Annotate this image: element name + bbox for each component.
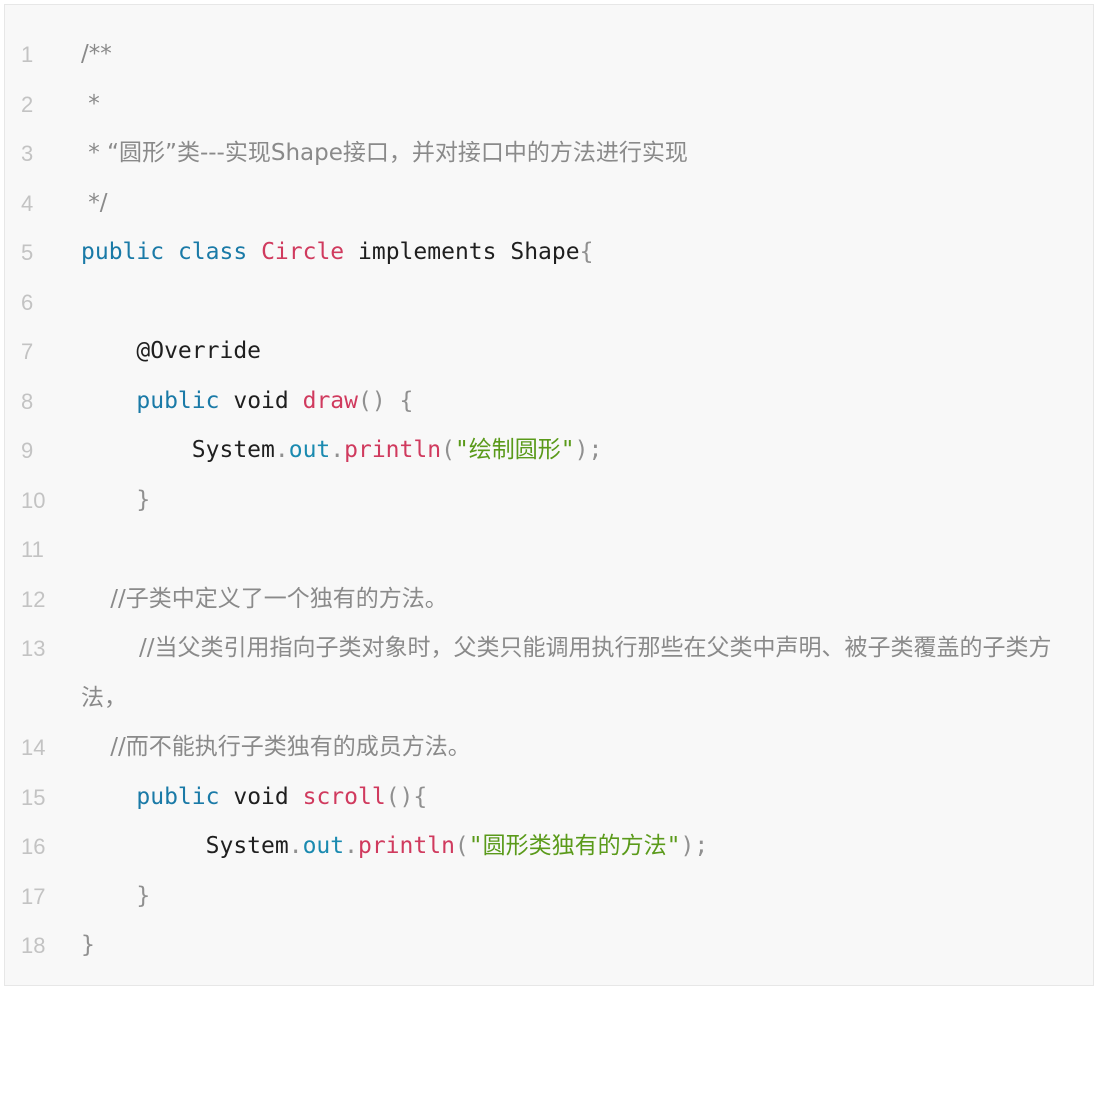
code-line: 3 * “圆形”类---实现Shape接口，并对接口中的方法进行实现: [5, 129, 1093, 179]
line-number: 11: [21, 537, 44, 562]
out-token: out: [288, 437, 331, 463]
annotation-token: @Override: [81, 338, 262, 364]
code-line: 18 }: [5, 921, 1093, 971]
line-number: 4: [21, 190, 34, 216]
line-number: 14: [21, 735, 46, 760]
out-token: out: [302, 833, 345, 859]
code-text: //子类中定义了一个独有的方法。: [81, 575, 1079, 625]
code-text: public void draw() {: [81, 377, 1079, 427]
paren-token: (: [441, 437, 455, 463]
type-token: Shape: [510, 239, 580, 265]
keyword-token: public: [136, 783, 220, 810]
code-line: 7 @Override: [5, 327, 1093, 377]
dot-token: .: [288, 833, 303, 859]
keyword-token: public: [81, 239, 165, 265]
code-line: 12 //子类中定义了一个独有的方法。: [5, 575, 1093, 625]
code-text: System.out.println("绘制圆形");: [81, 426, 1079, 476]
line-number: 17: [21, 883, 46, 909]
code-line: 11: [5, 525, 1093, 575]
code-line: 8 public void draw() {: [5, 377, 1093, 427]
code-line: 1 /**: [5, 30, 1093, 80]
line-number: 12: [21, 586, 46, 612]
line-number: 13: [21, 636, 46, 661]
class-name-token: Circle: [261, 239, 345, 265]
keyword-token: void: [233, 783, 289, 810]
code-text: * “圆形”类---实现Shape接口，并对接口中的方法进行实现: [81, 140, 688, 166]
line-number: 5: [21, 240, 34, 265]
code-text: //当父类引用指向子类对象时，父类只能调用执行那些在父类中声明、被子类覆盖的子类…: [81, 624, 1079, 723]
code-text: public class Circle implements Shape{: [81, 228, 1079, 278]
line-number: 10: [21, 487, 46, 513]
code-line: 13 //当父类引用指向子类对象时，父类只能调用执行那些在父类中声明、被子类覆盖…: [5, 624, 1093, 723]
brace-token: }: [136, 486, 151, 513]
code-line: 5 public class Circle implements Shape{: [5, 228, 1093, 278]
string-token: "绘制圆形": [454, 437, 575, 463]
code-line: 9 System.out.println("绘制圆形");: [5, 426, 1093, 476]
code-text: }: [81, 872, 1079, 922]
code-text: System.out.println("圆形类独有的方法");: [81, 822, 1079, 872]
line-number: 3: [21, 141, 34, 166]
line-number: 15: [21, 784, 46, 810]
line-number: 18: [21, 933, 46, 958]
code-text: public void scroll(){: [81, 773, 1079, 823]
paren-token: (: [454, 833, 469, 859]
code-block: 1 /** 2 * 3 * “圆形”类---实现Shape接口，并对接口中的方法…: [4, 4, 1094, 986]
code-text: //而不能执行子类独有的成员方法。: [81, 723, 1079, 773]
println-token: println: [357, 833, 455, 859]
code-line: 4 */: [5, 179, 1093, 229]
keyword-token: void: [233, 387, 289, 414]
method-name-token: draw: [302, 387, 358, 414]
paren-token: );: [680, 833, 709, 859]
line-number: 9: [21, 438, 34, 463]
keyword-token: implements: [358, 239, 497, 265]
code-line: 6: [5, 278, 1093, 328]
comment-token: //子类中定义了一个独有的方法。: [110, 585, 448, 612]
dot-token: .: [330, 437, 345, 463]
brace-token: {: [579, 239, 594, 265]
brace-token: {: [399, 387, 414, 414]
code-line: 2 *: [5, 80, 1093, 130]
string-token: "圆形类独有的方法": [468, 833, 681, 859]
keyword-token: class: [177, 239, 248, 265]
code-line: 17 }: [5, 872, 1093, 922]
dot-token: .: [274, 437, 289, 463]
line-number: 1: [21, 42, 34, 67]
line-number: 16: [21, 834, 46, 859]
paren-token: );: [574, 437, 603, 463]
parens-token: (): [357, 387, 386, 414]
code-line: 15 public void scroll(){: [5, 773, 1093, 823]
line-number: 6: [21, 289, 34, 315]
system-token: System: [191, 437, 275, 463]
code-line: 14 //而不能执行子类独有的成员方法。: [5, 723, 1093, 773]
dot-token: .: [344, 833, 358, 859]
system-token: System: [205, 833, 289, 859]
brace-token: {: [413, 783, 428, 810]
comment-token: //当父类引用指向子类对象时，父类只能调用执行那些在父类中声明、被子类覆盖的子类…: [81, 635, 1052, 711]
line-number: 2: [21, 91, 34, 117]
brace-token: }: [136, 882, 151, 909]
code-text: }: [81, 476, 1079, 526]
comment-token: //而不能执行子类独有的成员方法。: [110, 734, 471, 760]
method-name-token: scroll: [302, 783, 386, 810]
line-number: 8: [21, 388, 34, 414]
brace-token: }: [81, 932, 95, 958]
println-token: println: [344, 437, 442, 463]
parens-token: (): [385, 783, 414, 810]
code-text: /**: [81, 41, 112, 67]
code-lines: 1 /** 2 * 3 * “圆形”类---实现Shape接口，并对接口中的方法…: [5, 30, 1093, 971]
code-line: 16 System.out.println("圆形类独有的方法");: [5, 822, 1093, 872]
code-text: *: [81, 90, 100, 117]
code-text: */: [81, 189, 108, 216]
code-line: 10 }: [5, 476, 1093, 526]
keyword-token: public: [136, 387, 220, 414]
line-number: 7: [21, 339, 34, 364]
